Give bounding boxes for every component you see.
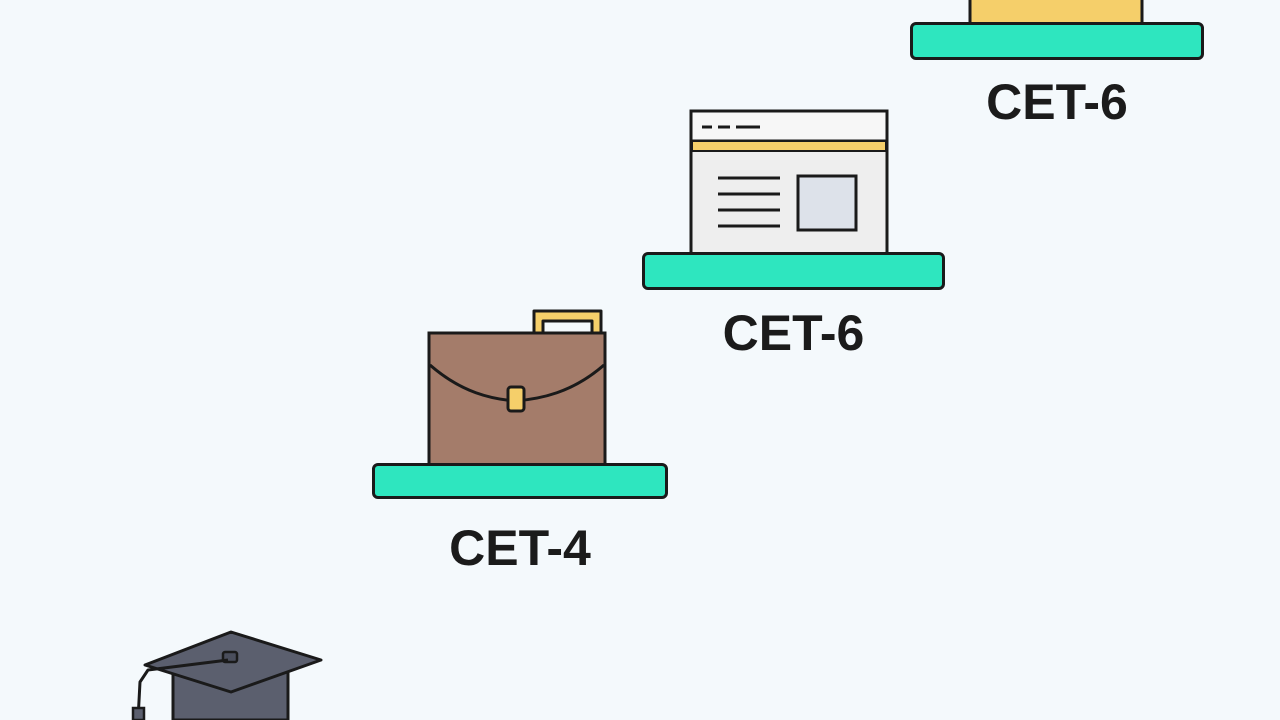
document-window-icon [689, 109, 889, 256]
step-shelf [910, 22, 1204, 60]
step-label: CET-4 [449, 520, 591, 576]
step-cet-4: CET-4 [372, 305, 668, 575]
step-label: CET-6 [722, 305, 865, 361]
step-label: CET-6 [986, 74, 1128, 130]
step-shelf [642, 252, 945, 290]
step-cet-6-top: CET-6 [910, 0, 1204, 130]
graduation-cap-icon [131, 630, 323, 720]
briefcase-icon [427, 309, 607, 467]
step-shelf [372, 463, 668, 499]
step-cet-6: CET-6 [642, 108, 945, 358]
